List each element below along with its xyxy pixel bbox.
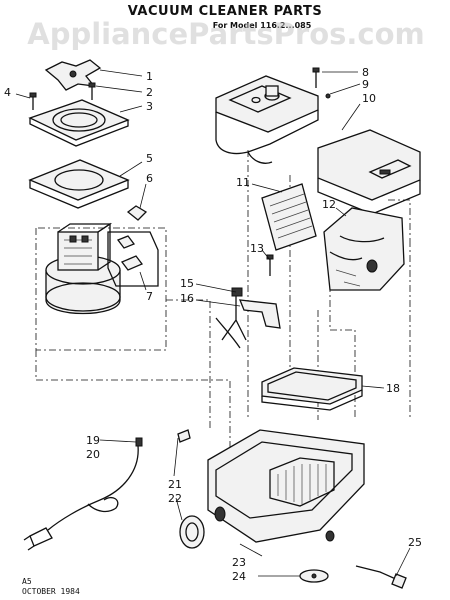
callout-23: 23 [232,556,246,569]
callout-22: 22 [168,492,182,505]
part-4-screw [29,92,37,110]
footer-code: A5 [22,577,32,586]
part-3-gasket-plate [28,99,130,147]
part-12-dust-bag [323,207,405,291]
callout-1: 1 [146,70,153,83]
part-8-screw [312,67,320,88]
part-13-screw [266,254,274,276]
callout-25: 25 [408,536,422,549]
callout-labels: 1 2 3 4 5 6 7 8 9 10 11 12 13 15 16 18 1… [4,66,422,583]
callout-21: 21 [168,478,182,491]
callout-12: 12 [322,198,336,211]
callout-9: 9 [362,78,369,91]
part-22-wheel [179,515,205,549]
diagram-title: VACUUM CLEANER PARTS [128,4,322,19]
callout-3: 3 [146,100,153,113]
watermark: AppliancePartsPros.com [27,17,424,51]
callout-6: 6 [146,172,153,185]
callout-18: 18 [386,382,400,395]
callout-15: 15 [180,277,194,290]
part-24-caster [299,569,329,583]
part-6-brush-holder [126,205,148,221]
part-25-cord-hook [355,565,407,589]
part-21-bushing [177,429,191,443]
callout-4: 4 [4,86,11,99]
callout-19: 19 [86,434,100,447]
callout-20: 20 [86,448,100,461]
callout-7: 7 [146,290,153,303]
part-15-16-switch-harness [215,287,281,349]
callout-5: 5 [146,152,153,165]
motor-assembly [45,222,121,315]
footer-date: OCTOBER 1984 [22,587,80,596]
part-7-carbon-brushes [107,231,159,287]
callout-8: 8 [362,66,369,79]
part-2-screw [88,82,96,100]
part-19-20-power-cord [23,437,143,551]
leader-lines [15,69,411,577]
callout-24: 24 [232,570,246,583]
callout-10: 10 [362,92,376,105]
callout-16: 16 [180,292,194,305]
model-subtitle: For Model 116.2...085 [213,21,312,30]
part-9-screw [325,93,331,99]
callout-13: 13 [250,242,264,255]
part-18-bag-frame [261,367,363,411]
part-10-top-cover [215,75,319,164]
callout-2: 2 [146,86,153,99]
part-hood-cover [317,129,421,215]
part-5-mounting-plate [28,159,130,209]
part-1-fan-impeller [44,59,102,91]
base-housing [207,429,365,543]
part-11-filter-grille [261,183,317,251]
callout-11: 11 [236,176,250,189]
